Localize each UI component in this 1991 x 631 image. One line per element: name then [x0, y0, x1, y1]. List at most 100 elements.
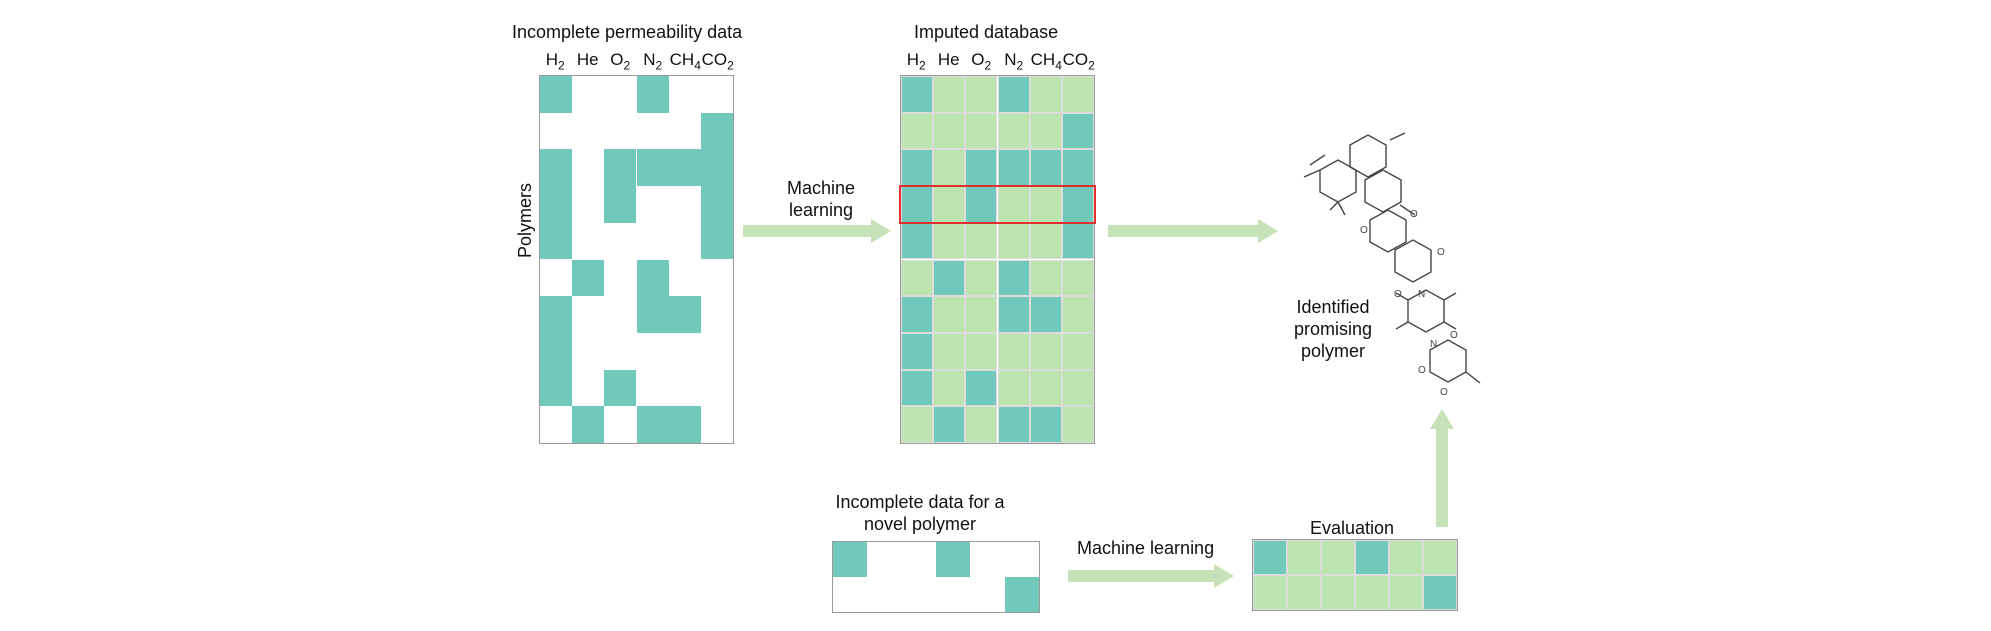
matrix-cell [636, 112, 669, 150]
matrix-cell [636, 332, 669, 370]
matrix-cell [604, 332, 637, 370]
matrix-cell [540, 296, 573, 333]
matrix-cell [668, 186, 701, 223]
matrix-cell [540, 259, 573, 297]
matrix-cell [1061, 112, 1094, 150]
matrix-cell [700, 149, 733, 187]
matrix-cell [833, 542, 868, 577]
identified-line3: polymer [1300, 341, 1366, 361]
matrix-cell [1061, 76, 1094, 113]
matrix-cell [604, 112, 637, 150]
svg-text:O: O [1410, 209, 1418, 220]
matrix-cell [1029, 332, 1062, 370]
matrix-cell [1061, 222, 1094, 260]
gas-label: N2 [1004, 50, 1024, 73]
matrix-cell [540, 112, 573, 150]
ml-arrow-label-top: Machine learning [766, 177, 876, 221]
matrix-cell [1253, 540, 1287, 575]
matrix-cell [572, 369, 605, 407]
ml-arrow-top [743, 219, 891, 243]
gas-label: CO2 [701, 50, 734, 73]
matrix-cell [700, 76, 733, 113]
matrix-cell [933, 149, 966, 187]
matrix-cell [1004, 577, 1039, 612]
matrix-cell [668, 332, 701, 370]
matrix-cell [636, 76, 669, 113]
matrix-cell [901, 296, 934, 333]
matrix-cell [636, 186, 669, 223]
matrix-cell [933, 186, 966, 223]
matrix-cell [933, 259, 966, 297]
matrix-cell [997, 76, 1030, 113]
matrix-cell [668, 222, 701, 260]
matrix-cell [700, 332, 733, 370]
matrix-cell [997, 406, 1030, 443]
matrix-cell [572, 186, 605, 223]
matrix-cell [572, 332, 605, 370]
novel-data-matrix [832, 541, 1040, 613]
matrix-cell [1029, 259, 1062, 297]
matrix-cell [965, 259, 998, 297]
svg-text:O: O [1418, 365, 1426, 376]
matrix-cell [1061, 296, 1094, 333]
matrix-cell [668, 149, 701, 187]
matrix-cell [604, 369, 637, 407]
matrix-cell [700, 222, 733, 260]
matrix-cell [572, 222, 605, 260]
matrix-cell [700, 112, 733, 150]
gas-label: N2 [643, 50, 663, 73]
incomplete-title: Incomplete permeability data [512, 22, 743, 42]
arrow-to-polymer [1108, 219, 1278, 243]
matrix-cell [901, 76, 934, 113]
identified-polymer-label: Identified promising polymer [1258, 296, 1408, 362]
matrix-cell [997, 369, 1030, 407]
matrix-cell [700, 406, 733, 443]
matrix-cell [901, 369, 934, 407]
matrix-cell [965, 149, 998, 187]
matrix-cell [965, 112, 998, 150]
matrix-cell [700, 259, 733, 297]
matrix-cell [901, 577, 936, 612]
evaluation-matrix [1252, 539, 1458, 611]
matrix-cell [636, 222, 669, 260]
matrix-cell [1321, 575, 1355, 610]
incomplete-data-matrix [539, 75, 734, 444]
matrix-cell [1029, 369, 1062, 407]
matrix-cell [636, 369, 669, 407]
svg-text:O: O [1440, 387, 1448, 395]
matrix-cell [604, 406, 637, 443]
polymer-structure-image: O O O O N N O O O [1303, 132, 1481, 395]
matrix-cell [901, 112, 934, 150]
matrix-cell [901, 149, 934, 187]
gas-label: CH4 [669, 50, 701, 73]
matrix-cell [933, 222, 966, 260]
matrix-cell [933, 369, 966, 407]
matrix-cell [1029, 112, 1062, 150]
ml-label-line2: learning [788, 200, 854, 220]
ml-arrow-label-bottom: Machine learning [1077, 538, 1215, 558]
matrix-cell [965, 76, 998, 113]
matrix-cell [936, 542, 971, 577]
matrix-cell [636, 149, 669, 187]
svg-text:N: N [1418, 289, 1425, 300]
matrix-cell [965, 406, 998, 443]
matrix-cell [933, 332, 966, 370]
matrix-cell [1029, 149, 1062, 187]
matrix-cell [970, 542, 1005, 577]
matrix-cell [700, 186, 733, 223]
matrix-cell [867, 577, 902, 612]
matrix-cell [1355, 540, 1389, 575]
matrix-cell [700, 369, 733, 407]
imputed-data-matrix [899, 75, 1096, 444]
matrix-cell [604, 296, 637, 333]
matrix-cell [997, 222, 1030, 260]
matrix-cell [1061, 149, 1094, 187]
gas-label: CO2 [1062, 50, 1095, 73]
matrix-cell [997, 149, 1030, 187]
matrix-cell [1389, 575, 1423, 610]
matrix-cell [1029, 406, 1062, 443]
matrix-cell [997, 186, 1030, 223]
matrix-cell [572, 296, 605, 333]
matrix-cell [901, 406, 934, 443]
matrix-cell [668, 259, 701, 297]
